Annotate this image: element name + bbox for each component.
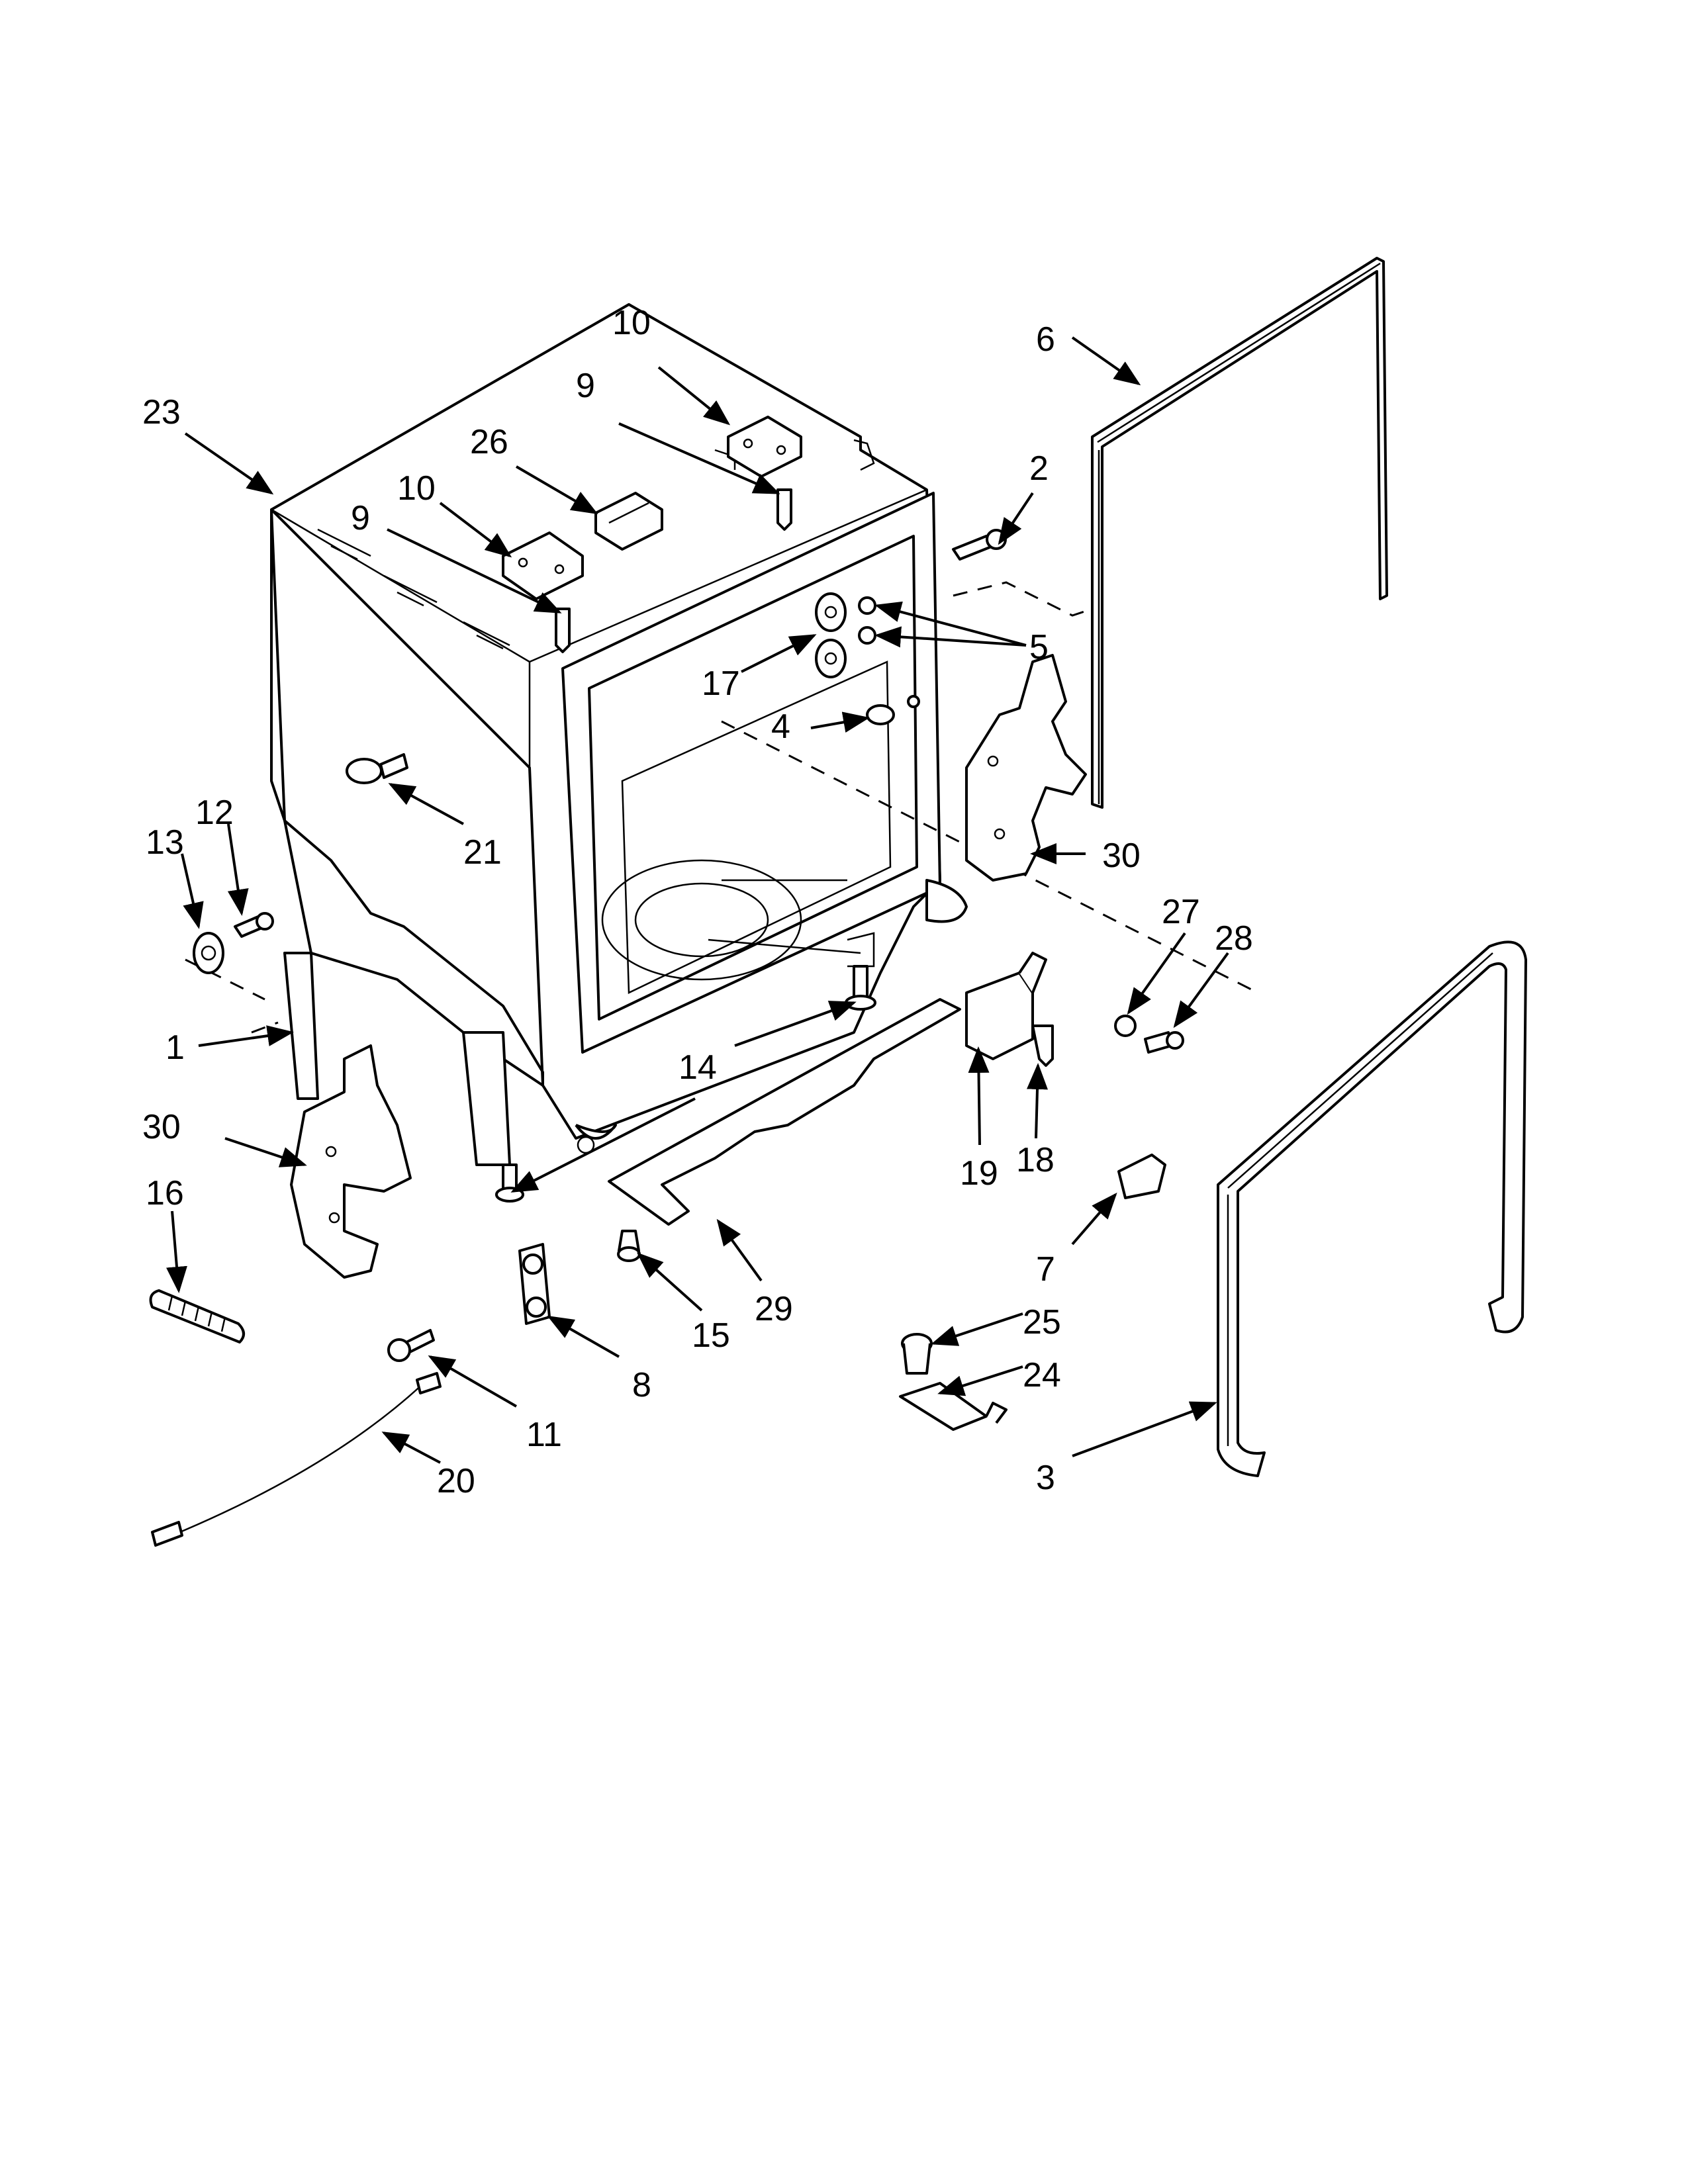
rollers-17 bbox=[815, 592, 847, 678]
callout-15: 15 bbox=[692, 1316, 730, 1355]
tub-assembly bbox=[270, 303, 968, 1166]
callout-21: 21 bbox=[463, 833, 502, 872]
callout-8: 8 bbox=[632, 1366, 651, 1404]
button-21 bbox=[346, 753, 408, 784]
callout-5: 5 bbox=[1029, 628, 1049, 666]
callout-9-left: 9 bbox=[351, 499, 370, 537]
hinge-plate-10b bbox=[502, 531, 584, 600]
foot-15 bbox=[617, 1230, 641, 1262]
bolt-11 bbox=[387, 1329, 435, 1362]
door-seal-top bbox=[1091, 257, 1388, 809]
callout-28: 28 bbox=[1215, 919, 1253, 958]
clip-26 bbox=[594, 492, 663, 551]
callout-30-left: 30 bbox=[142, 1108, 181, 1146]
spring-16 bbox=[149, 1289, 245, 1343]
callout-4: 4 bbox=[771, 707, 790, 746]
nut-13 bbox=[193, 932, 224, 974]
callout-1: 1 bbox=[165, 1028, 185, 1067]
callout-19: 19 bbox=[960, 1154, 998, 1193]
screw-9b bbox=[555, 608, 571, 653]
callout-12: 12 bbox=[195, 794, 234, 832]
hinge-bracket-30-right bbox=[965, 654, 1087, 882]
leader-lines bbox=[166, 336, 1229, 1464]
callout-16: 16 bbox=[146, 1174, 184, 1212]
callout-23: 23 bbox=[142, 393, 181, 432]
screw-28 bbox=[1144, 1031, 1184, 1054]
hinge-bracket-30-left bbox=[290, 1044, 412, 1279]
callout-17: 17 bbox=[702, 664, 740, 703]
bracket-24 bbox=[899, 1382, 1008, 1431]
screw-2 bbox=[952, 529, 1007, 561]
screw-18 bbox=[1031, 1024, 1054, 1067]
callout-10-left: 10 bbox=[397, 469, 436, 508]
callout-25: 25 bbox=[1023, 1303, 1061, 1342]
callout-11: 11 bbox=[526, 1416, 562, 1454]
screw-12 bbox=[234, 912, 274, 938]
callout-10-top: 10 bbox=[612, 304, 651, 342]
callout-3: 3 bbox=[1036, 1459, 1055, 1497]
callout-6: 6 bbox=[1036, 320, 1055, 359]
callout-9-top: 9 bbox=[576, 367, 595, 405]
tub-gasket bbox=[1217, 940, 1527, 1477]
sensor-25 bbox=[901, 1333, 933, 1375]
alignment-lines bbox=[185, 581, 1258, 1034]
callout-30-right: 30 bbox=[1102, 837, 1141, 875]
callout-13: 13 bbox=[146, 823, 184, 862]
callout-27: 27 bbox=[1162, 893, 1200, 931]
callout-29: 29 bbox=[755, 1290, 793, 1328]
toe-panel-29 bbox=[608, 998, 961, 1226]
callout-7: 7 bbox=[1036, 1250, 1055, 1289]
roller-assembly-8 bbox=[518, 1243, 551, 1325]
callout-18: 18 bbox=[1016, 1141, 1055, 1179]
callout-20: 20 bbox=[437, 1462, 475, 1500]
screw-9a bbox=[776, 488, 792, 531]
callout-24: 24 bbox=[1023, 1356, 1061, 1394]
callout-26: 26 bbox=[470, 423, 508, 461]
callout-2: 2 bbox=[1029, 449, 1049, 488]
bracket-19 bbox=[965, 952, 1047, 1060]
leveling-leg-14b bbox=[495, 1163, 524, 1203]
washer-27 bbox=[1114, 1015, 1137, 1037]
clip-7 bbox=[1117, 1154, 1166, 1199]
callout-labels: 23 10 9 26 10 9 6 2 5 17 4 21 30 13 12 2… bbox=[142, 304, 1253, 1500]
cable-20 bbox=[151, 1372, 442, 1547]
hinge-plate-10a bbox=[727, 416, 802, 478]
callout-14: 14 bbox=[679, 1048, 717, 1087]
